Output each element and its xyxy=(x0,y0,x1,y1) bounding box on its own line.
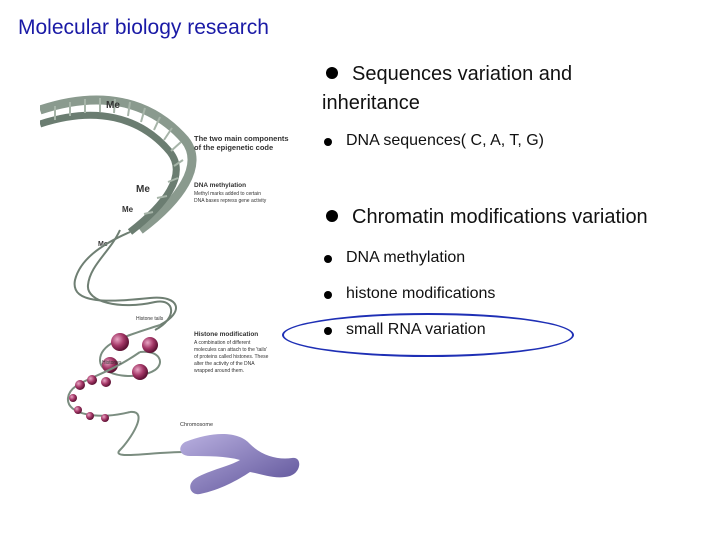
dna-ribbon xyxy=(40,95,197,235)
nucleosome xyxy=(101,377,111,387)
nucleosome xyxy=(87,375,97,385)
methyl-label-2: Me xyxy=(136,184,150,195)
bullet-sequences-line2: inheritance xyxy=(322,92,420,114)
bullet-histone-modifications: histone modifications xyxy=(346,285,496,302)
epigenetics-illustration-svg: Me Me Me Me xyxy=(40,95,300,495)
histone-mod-text-5: wrapped around them. xyxy=(194,368,244,374)
dna-methylation-text-2: DNA bases repress gene activity xyxy=(194,198,267,204)
nucleosome xyxy=(75,380,85,390)
bullet-dna-methylation: DNA methylation xyxy=(346,249,466,266)
histone-mod-text-3: of proteins called histones. These xyxy=(194,354,269,360)
figure-annotations: The two main components of the epigeneti… xyxy=(102,134,289,428)
figure-heading-2: of the epigenetic code xyxy=(194,143,273,152)
nucleosome xyxy=(86,412,94,420)
bullet-sequences-line1: Sequences variation and xyxy=(352,63,573,85)
histone-tails-label: Histone tails xyxy=(136,316,164,322)
nucleosome xyxy=(101,414,109,422)
histone-mod-text-1: A combination of different xyxy=(194,340,251,346)
dna-helix xyxy=(73,229,177,331)
nucleosome xyxy=(132,364,148,380)
epigenetics-illustration: Me Me Me Me xyxy=(40,80,310,520)
slide-title: Molecular biology research xyxy=(18,16,269,39)
nucleosome xyxy=(69,394,77,402)
highlight-oval xyxy=(282,313,574,357)
histone-mod-text-4: alter the activity of the DNA xyxy=(194,361,255,367)
methyl-label-3: Me xyxy=(122,205,134,214)
chromosome-label: Chromosome xyxy=(180,422,213,428)
bullet-dot xyxy=(324,255,332,263)
histone-mod-text-2: molecules can attach to the 'tails' xyxy=(194,347,267,353)
histones-label: Histones xyxy=(102,360,122,366)
chromosome xyxy=(180,433,300,495)
nucleosome xyxy=(74,406,82,414)
bullet-dna-sequences: DNA sequences( C, A, T, G) xyxy=(346,132,545,149)
nucleosome xyxy=(142,337,158,353)
bullet-dot xyxy=(326,67,338,79)
chromatin-fiber xyxy=(66,324,186,457)
methyl-label-1: Me xyxy=(106,100,120,111)
histone-mod-title: Histone modification xyxy=(194,331,258,338)
bullet-dot xyxy=(324,138,332,146)
bullet-dot xyxy=(326,210,338,222)
figure-heading: The two main components xyxy=(194,134,289,143)
dna-methylation-title: DNA methylation xyxy=(194,182,246,189)
bullet-dot xyxy=(324,291,332,299)
methyl-label-4: Me xyxy=(98,241,108,248)
bullet-chromatin: Chromatin modifications variation xyxy=(352,206,648,228)
nucleosome xyxy=(111,333,129,351)
nucleosome xyxy=(102,357,118,373)
dna-methylation-text-1: Methyl marks added to certain xyxy=(194,191,261,197)
